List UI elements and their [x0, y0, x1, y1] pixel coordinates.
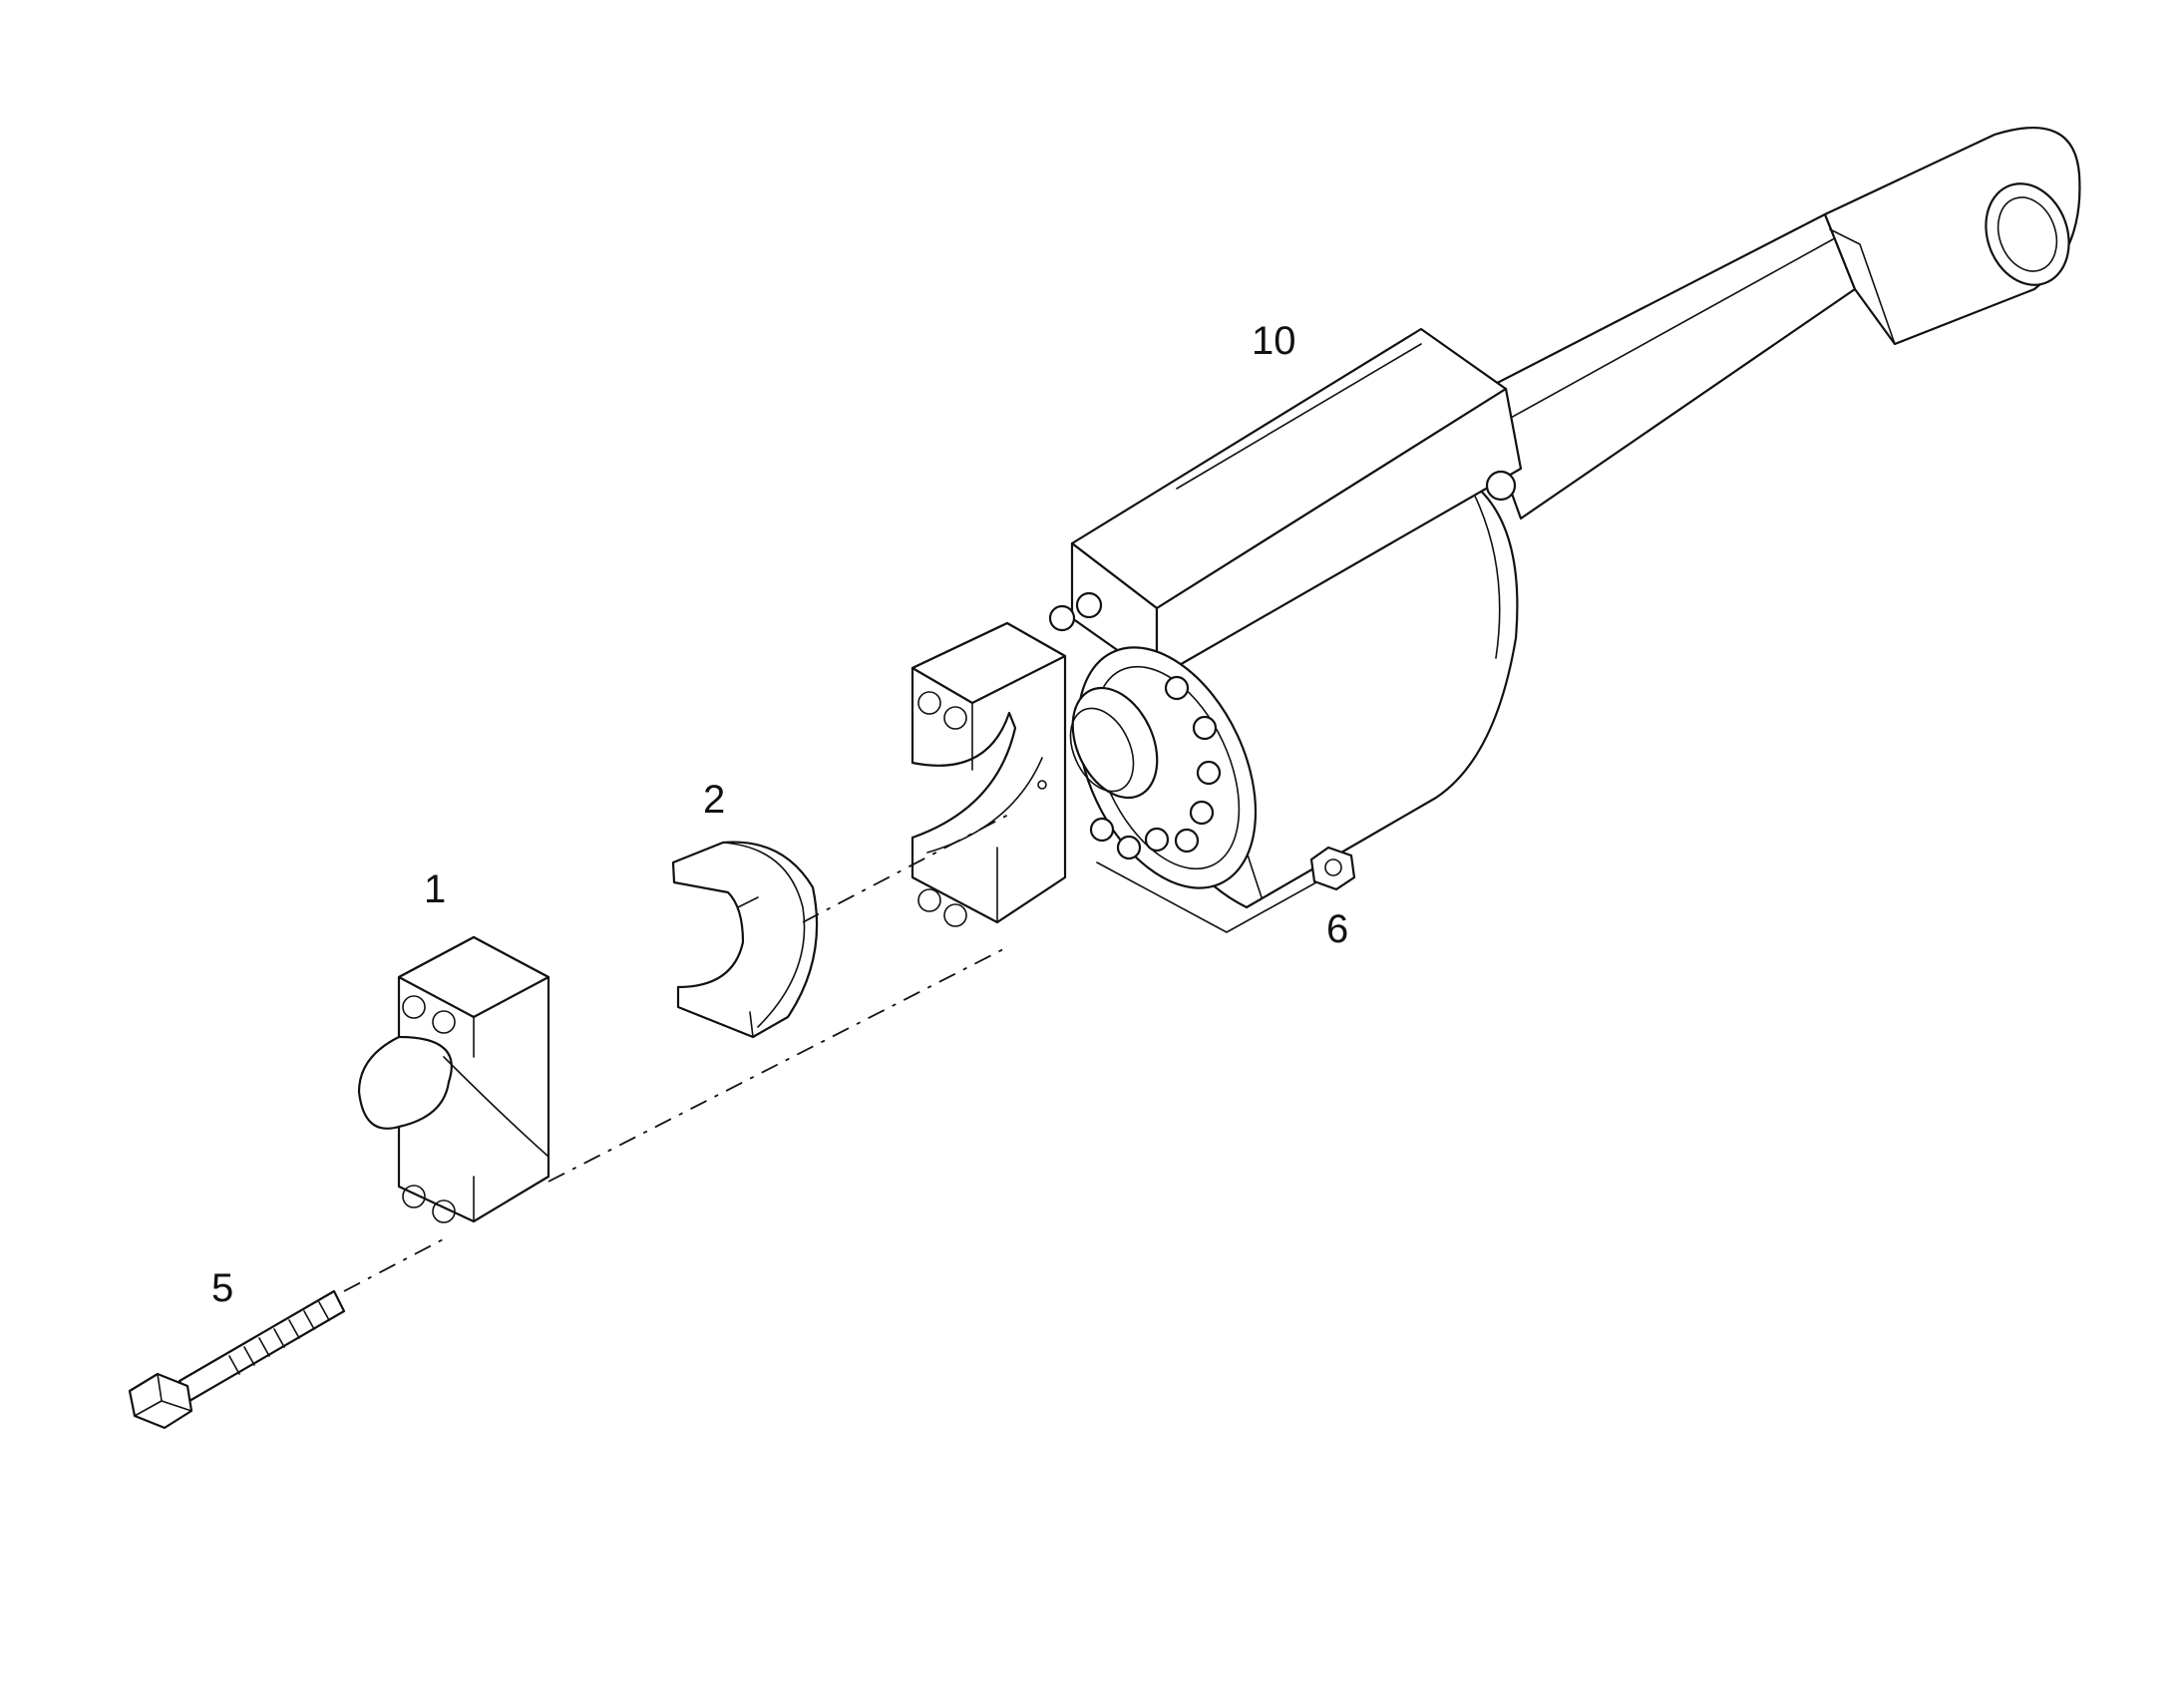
- callout-part-5: 5: [211, 1266, 233, 1310]
- assembly-leader-lines: [343, 812, 1317, 1292]
- callout-part-6: 6: [1326, 907, 1348, 951]
- bolt-part-5[interactable]: [128, 1289, 346, 1430]
- callout-part-10: 10: [1252, 319, 1296, 363]
- nut-part-6[interactable]: [1309, 846, 1356, 891]
- clamp-half-part-1[interactable]: [357, 935, 550, 1223]
- callout-labels: 1 2 5 6 10: [211, 319, 1348, 1310]
- cylinder-assembly-part-10[interactable]: [910, 127, 2082, 927]
- callout-part-1: 1: [424, 867, 446, 911]
- callout-part-2: 2: [703, 778, 725, 822]
- bearing-shell-part-2[interactable]: [671, 841, 819, 1039]
